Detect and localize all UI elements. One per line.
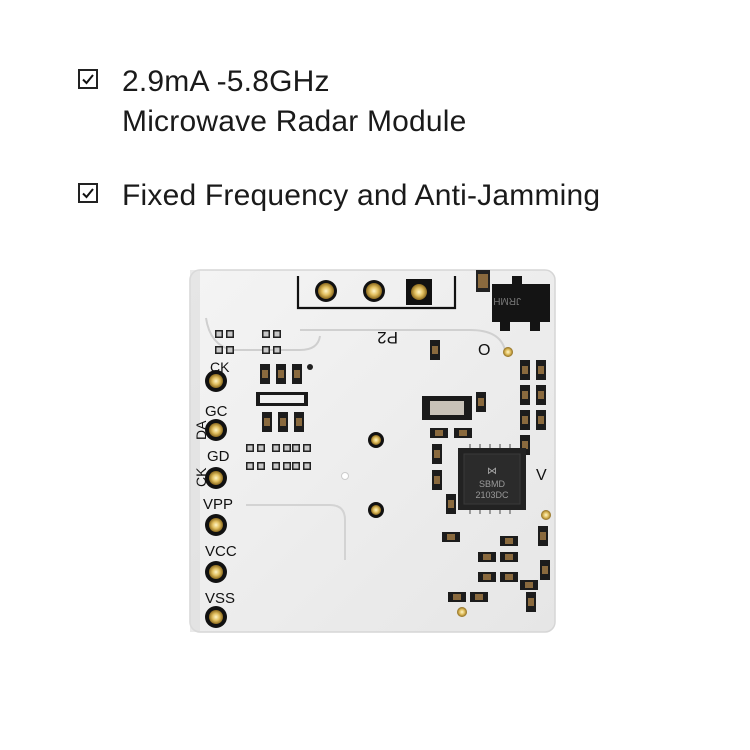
pin-label: CK	[210, 359, 230, 375]
pin-label: DA	[193, 420, 209, 440]
feature-item-anti-jamming: Fixed Frequency and Anti-Jamming	[78, 176, 600, 216]
pin-label: VPP	[203, 496, 233, 513]
feature-line: 2.9mA -5.8GHz	[122, 65, 330, 98]
side-letter: V	[536, 467, 547, 484]
feature-line: Microwave Radar Module	[122, 105, 467, 138]
pin-header-holes	[205, 370, 227, 628]
svg-text:⋈: ⋈	[487, 466, 497, 477]
feature-line: Fixed Frequency and Anti-Jamming	[122, 179, 601, 212]
svg-text:JRMH: JRMH	[493, 295, 521, 306]
pin-label: VCC	[205, 543, 237, 560]
pin-label: GC	[205, 403, 228, 420]
feature-item-power: 2.9mA -5.8GHz Microwave Radar Module	[78, 62, 467, 142]
main-ic-chip: ⋈ SBMD 2103DC	[458, 444, 526, 514]
svg-text:SBMD: SBMD	[479, 479, 506, 489]
connector-p2-pins	[315, 279, 432, 305]
component-cluster	[246, 364, 311, 470]
svg-text:O: O	[478, 342, 490, 359]
pin-label: CK	[193, 467, 209, 487]
transistor: JRMH	[476, 270, 550, 331]
connector-label: P2	[377, 328, 398, 347]
right-components	[422, 340, 550, 612]
check-icon	[78, 183, 98, 203]
pin-label: VSS	[205, 590, 235, 607]
pin-label: GD	[207, 448, 230, 465]
svg-text:2103DC: 2103DC	[475, 490, 509, 500]
feature-text: 2.9mA -5.8GHz Microwave Radar Module	[122, 62, 467, 142]
check-icon	[78, 69, 98, 89]
feature-text: Fixed Frequency and Anti-Jamming	[122, 176, 600, 216]
